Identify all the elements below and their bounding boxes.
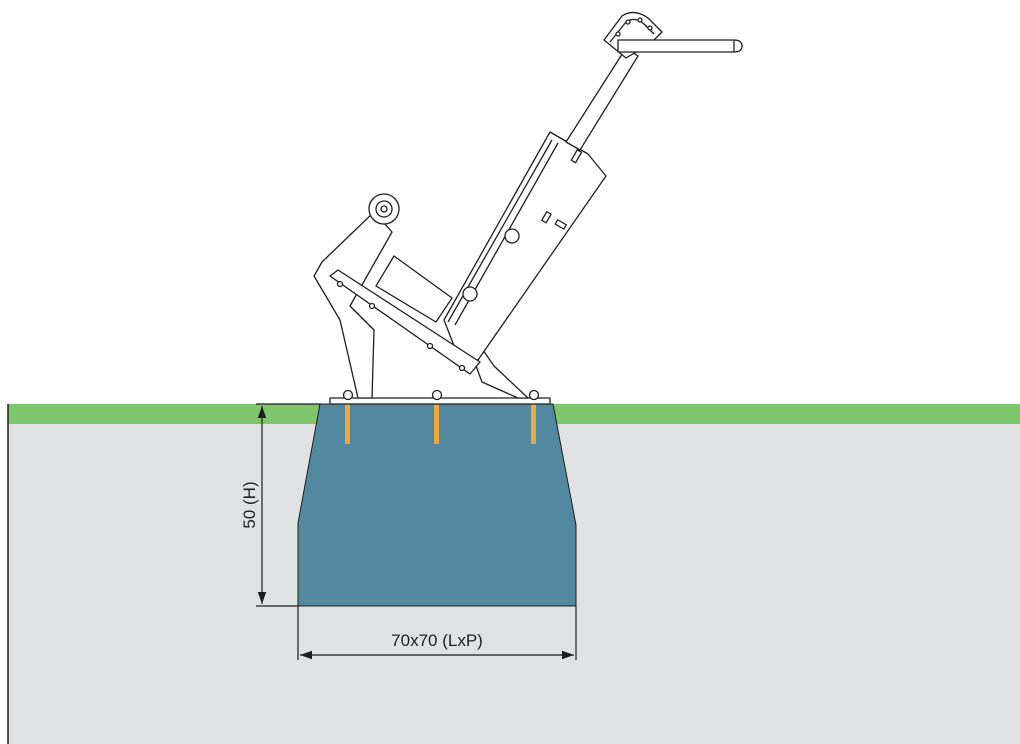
- housing-screw: [625, 19, 631, 25]
- platform-screw: [368, 302, 376, 310]
- side-knob: [554, 219, 567, 230]
- housing-screw: [647, 25, 653, 31]
- anchor-bolt: [531, 396, 536, 444]
- handle-bar: [617, 39, 743, 53]
- column-hole: [462, 286, 478, 302]
- anchor-bolt: [345, 396, 350, 444]
- dimension-lines: [256, 403, 577, 660]
- housing-screw: [615, 31, 621, 37]
- machine-drawing: [313, 11, 743, 405]
- tilted-platform: [329, 269, 481, 375]
- upper-shaft: [565, 47, 639, 151]
- platform-screw: [426, 342, 434, 350]
- bolt-head: [431, 389, 443, 401]
- housing-screw: [637, 17, 643, 23]
- side-latch: [570, 149, 583, 164]
- anchor-bolts: [345, 396, 536, 444]
- anchor-bolt: [434, 396, 439, 444]
- height-dimension-label: 50 (H): [240, 481, 259, 528]
- platform-screw: [458, 364, 466, 372]
- side-latch: [541, 211, 552, 224]
- platform-box: [375, 255, 453, 323]
- width-dimension-label: 70x70 (LxP): [391, 631, 483, 650]
- bolt-head: [528, 389, 540, 401]
- main-column: [443, 131, 607, 361]
- pivot-wheel-core: [380, 205, 388, 213]
- column-hole: [504, 228, 520, 244]
- bolt-head: [342, 389, 354, 401]
- platform-screw: [336, 280, 344, 288]
